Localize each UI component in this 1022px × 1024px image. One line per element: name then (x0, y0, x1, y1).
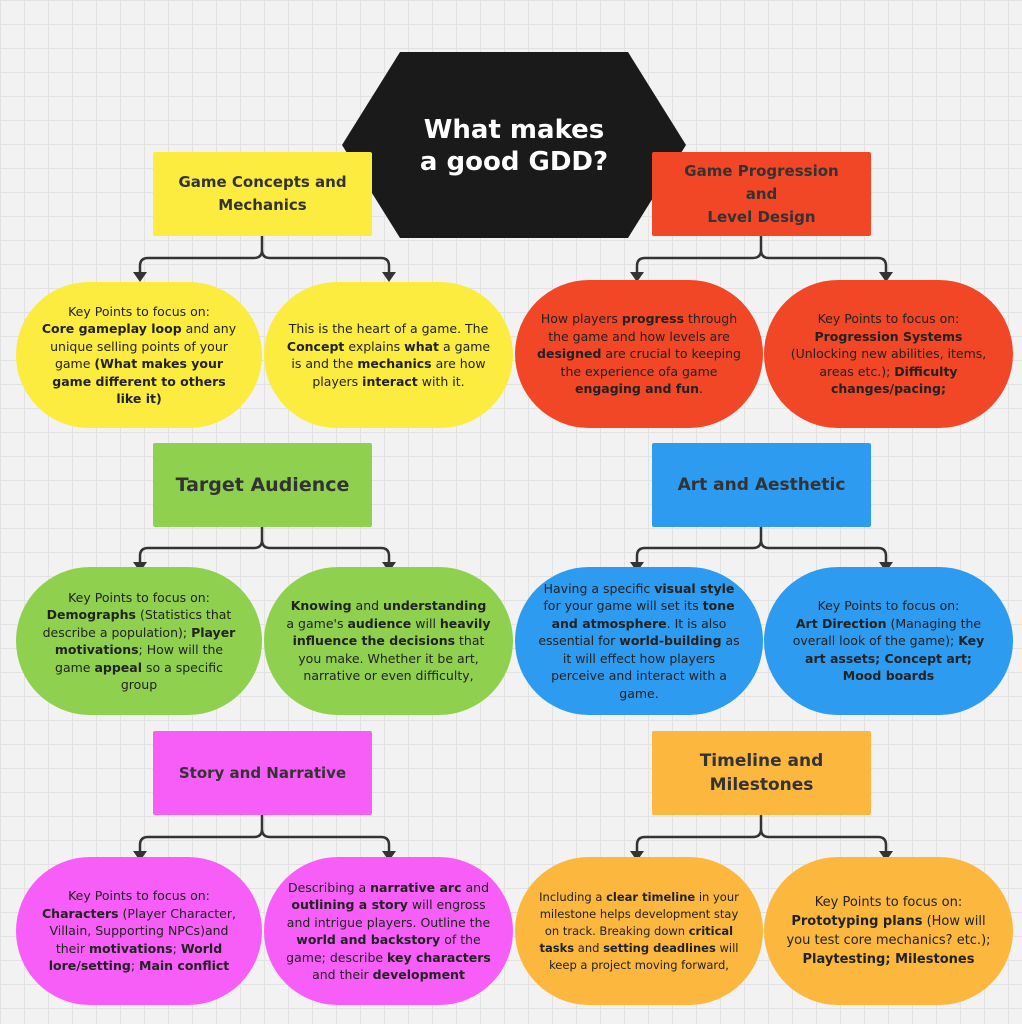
page-title: What makes a good GDD? (419, 115, 609, 177)
pill-story-narrative-key-points: Key Points to focus on:Characters (Playe… (16, 857, 262, 1005)
connector-2 (138, 527, 391, 566)
arrowhead-1-0 (630, 272, 644, 282)
pill-target-audience-description: Knowing and understanding a game's audie… (264, 567, 513, 715)
header-art-aesthetic: Art and Aesthetic (652, 443, 871, 527)
pill-text: Key Points to focus on:Core gameplay loo… (41, 303, 237, 407)
pill-text: Having a specific visual style for your … (538, 580, 740, 701)
header-game-concepts: Game Concepts and Mechanics (153, 152, 372, 236)
arrowhead-5-0 (630, 851, 644, 861)
arrowhead-0-0 (133, 272, 147, 282)
arrowhead-1-1 (879, 272, 893, 282)
pill-text: Key Points to focus on:Prototyping plans… (786, 895, 991, 967)
pill-text: How players progress through the game an… (537, 311, 741, 397)
pill-game-progression-description: How players progress through the game an… (515, 280, 763, 428)
pill-game-progression-key-points: Key Points to focus on:Progression Syste… (764, 280, 1013, 428)
pill-text: Key Points to focus on:Demographs (Stati… (42, 589, 236, 693)
pill-target-audience-key-points: Key Points to focus on:Demographs (Stati… (16, 567, 262, 715)
pill-timeline-key-points: Key Points to focus on:Prototyping plans… (764, 857, 1013, 1005)
pill-art-aesthetic-description: Having a specific visual style for your … (515, 567, 763, 715)
connector-0 (138, 236, 391, 276)
pill-text: Key Points to focus on:Characters (Playe… (42, 888, 236, 974)
pill-art-aesthetic-key-points: Key Points to focus on:Art Direction (Ma… (764, 567, 1013, 715)
title-diamond: What makes a good GDD? (342, 52, 686, 238)
header-target-audience: Target Audience (153, 443, 372, 527)
pill-text: Key Points to focus on:Progression Syste… (790, 311, 987, 397)
pill-text: Describing a narrative arc and outlining… (286, 879, 491, 983)
connector-5 (635, 815, 888, 855)
pill-game-concepts-description: This is the heart of a game. The Concept… (264, 282, 513, 428)
header-timeline-milestones: Timeline and Milestones (652, 731, 871, 815)
arrowhead-0-1 (382, 272, 396, 282)
pill-text: Including a clear timeline in your miles… (539, 889, 739, 972)
pill-text: Knowing and understanding a game's audie… (286, 598, 491, 684)
pill-timeline-description: Including a clear timeline in your miles… (515, 857, 763, 1005)
pill-story-narrative-description: Describing a narrative arc and outlining… (264, 857, 513, 1005)
header-game-progression: Game Progression and Level Design (652, 152, 871, 236)
connector-4 (138, 815, 391, 855)
arrowhead-4-0 (133, 851, 147, 861)
pill-game-concepts-key-points: Key Points to focus on:Core gameplay loo… (16, 282, 262, 428)
header-story-narrative: Story and Narrative (153, 731, 372, 815)
connector-3 (635, 527, 888, 566)
connector-1 (635, 236, 888, 276)
arrowhead-4-1 (382, 851, 396, 861)
pill-text: Key Points to focus on:Art Direction (Ma… (792, 598, 985, 684)
arrowhead-5-1 (879, 851, 893, 861)
pill-text: This is the heart of a game. The Concept… (286, 321, 491, 389)
